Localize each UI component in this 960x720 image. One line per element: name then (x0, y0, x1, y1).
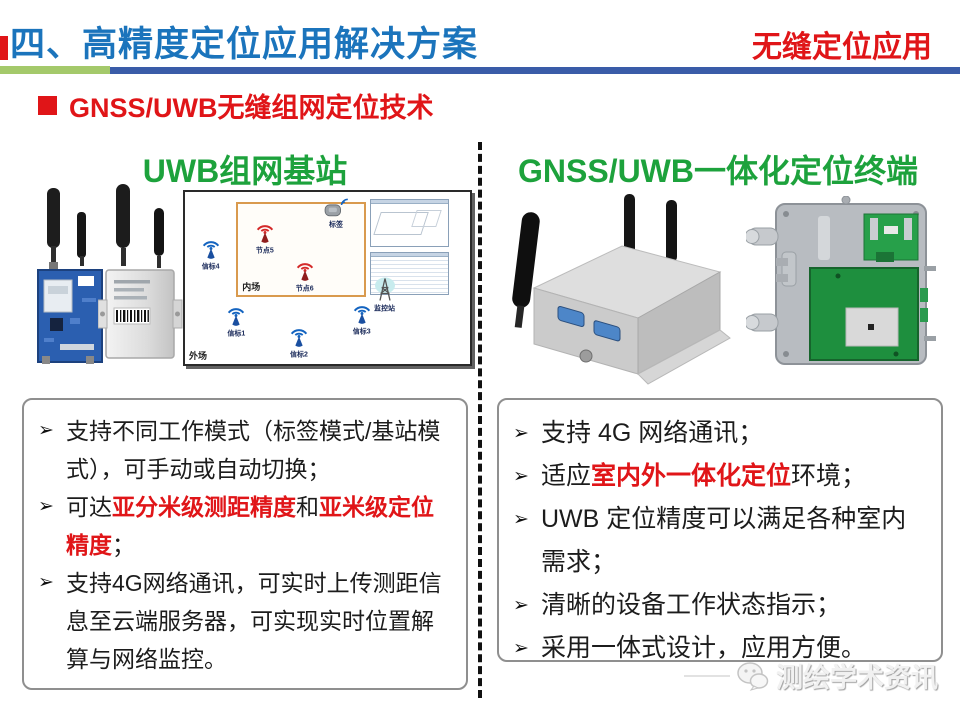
bullet-text: 采用一体式设计，应用方便。 (541, 634, 867, 662)
arrow-bullet-icon: ➢ (38, 420, 54, 441)
indoor-area-label: 内场 (242, 282, 261, 293)
column-divider (478, 142, 482, 698)
bullet-text: 支持不同工作模式（标签模式/基站模式），可手动或自动切换； (66, 418, 441, 482)
left-edge-accent (0, 36, 8, 60)
arrow-bullet-icon: ➢ (38, 496, 54, 517)
diagram-node-label: 节点5 (255, 247, 274, 255)
bullet-text: 支持4G网络通讯，可实时上传测距信息至云端服务器，可实现实时位置解算与网络监控。 (66, 570, 442, 672)
diagram-indoor-area: 内场 (236, 202, 366, 298)
monitor-window-map (370, 198, 450, 248)
arrow-bullet-icon: ➢ (38, 572, 54, 593)
diagram-node-label: 信标4 (201, 263, 220, 271)
arrow-bullet-icon: ➢ (513, 595, 529, 616)
diagram-node-tag: 标签 (323, 199, 349, 230)
diagram-node-blue: 信标2 (288, 324, 310, 359)
right-feature-box: ➢ 支持 4G 网络通讯； ➢ 适应室内外一体化定位环境； ➢ UWB 定位精度可以满足各… (497, 398, 943, 662)
header-divider (0, 66, 960, 74)
section-heading-label: GNSS/UWB无缝组网定位技术 (69, 93, 434, 123)
bullet-item: ➢ 清晰的设备工作状态指示； (513, 584, 931, 627)
uwb-module-photo (37, 188, 103, 364)
diagram-node-label: 信标3 (352, 328, 371, 336)
diagram-node-label: 信标2 (290, 351, 308, 359)
arrow-bullet-icon: ➢ (513, 638, 529, 659)
watermark-line (684, 674, 730, 677)
diagram-node-tower: 监控站 (373, 277, 397, 314)
bullet-text: 支持 4G 网络通讯； (541, 419, 764, 447)
diagram-node-red: 节点5 (254, 221, 276, 256)
bullet-text: 适应室内外一体化定位环境； (541, 462, 867, 490)
diagram-node-label: 监控站 (374, 305, 395, 313)
watermark: 测绘学术资讯 (684, 656, 938, 695)
wechat-logo-icon (737, 661, 769, 691)
bullet-item: ➢ 可达亚分米级测距精度和亚米级定位精度； (38, 488, 456, 564)
diagram-node-label: 节点6 (295, 285, 314, 293)
diagram-node-blue: 信标4 (200, 236, 222, 271)
bullet-text: 清晰的设备工作状态指示； (541, 591, 842, 619)
uwb-station-photo (98, 184, 183, 359)
network-diagram: 内场 外场 信标4 节点5 节点6 标签 信标1 信标2 信标3 (183, 190, 472, 366)
terminal-internals-render (746, 196, 936, 365)
left-panel-title: UWB组网基站 (142, 153, 348, 189)
red-square-bullet-icon (38, 96, 57, 115)
left-feature-box: ➢ 支持不同工作模式（标签模式/基站模式），可手动或自动切换； ➢ 可达亚分米级测距精… (22, 398, 468, 690)
bullet-item: ➢ 采用一体式设计，应用方便。 (513, 627, 931, 670)
bullet-item: ➢ 支持4G网络通讯，可实时上传测距信息至云端服务器，可实现实时位置解算与网络监控… (38, 564, 456, 678)
diagram-node-blue: 信标3 (351, 302, 373, 337)
bullet-text: 可达亚分米级测距精度和亚米级定位精度； (66, 494, 434, 558)
bullet-item: ➢ 支持不同工作模式（标签模式/基站模式），可手动或自动切换； (38, 412, 456, 488)
header-divider-green (0, 66, 110, 74)
header-divider-blue (110, 66, 960, 74)
diagram-nodes-layer: 信标4 节点5 节点6 标签 信标1 信标2 信标3 监控站 (185, 192, 470, 364)
right-panel-title: GNSS/UWB一体化定位终端 (517, 153, 918, 189)
bullet-item: ➢ UWB 定位精度可以满足各种室内需求； (513, 498, 931, 584)
diagram-node-label: 标签 (329, 221, 344, 229)
bullet-item: ➢ 适应室内外一体化定位环境； (513, 455, 931, 498)
watermark-text: 测绘学术资讯 (776, 663, 938, 693)
page-title: 四、高精度定位应用解决方案 (10, 25, 479, 64)
diagram-node-label: 信标1 (227, 330, 246, 338)
diagram-node-blue: 信标1 (225, 304, 247, 339)
section-heading: GNSS/UWB无缝组网定位技术 (38, 86, 434, 125)
arrow-bullet-icon: ➢ (513, 423, 529, 444)
arrow-bullet-icon: ➢ (513, 466, 529, 487)
bullet-item: ➢ 支持 4G 网络通讯； (513, 412, 931, 455)
outdoor-area-label: 外场 (189, 351, 208, 361)
diagram-node-red: 节点6 (294, 259, 316, 294)
terminal-device-photo (512, 194, 731, 385)
arrow-bullet-icon: ➢ (513, 509, 529, 530)
bullet-text: UWB 定位精度可以满足各种室内需求； (541, 505, 907, 576)
corner-label: 无缝定位应用 (752, 31, 932, 64)
